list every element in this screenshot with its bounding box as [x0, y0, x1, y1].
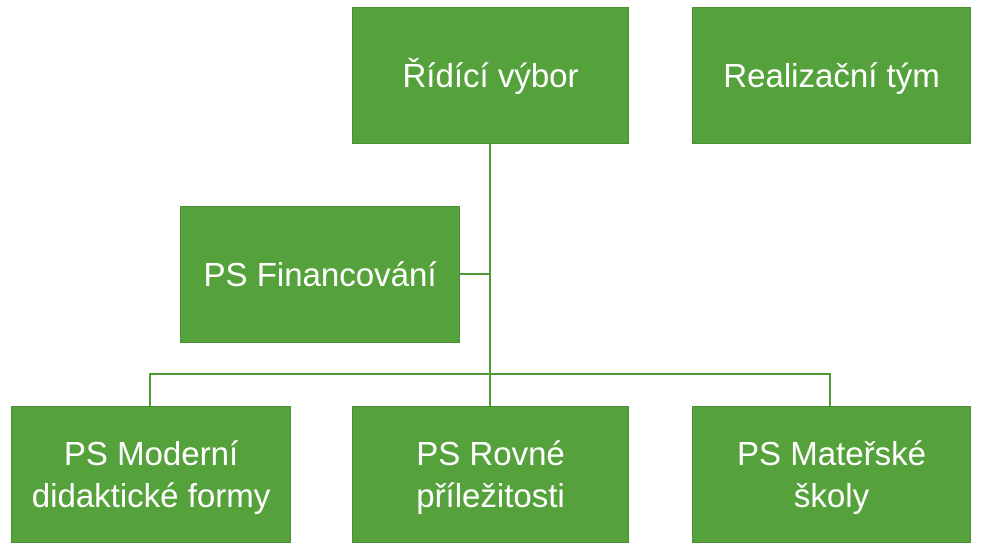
node-wg-equal-opportunities: PS Rovné příležitosti: [352, 406, 629, 543]
connector-trunk: [489, 144, 491, 406]
node-wg-kindergartens-label: PS Mateřské školy: [737, 435, 926, 514]
node-steering-committee-label: Řídící výbor: [402, 56, 579, 94]
node-wg-financing: PS Financování: [180, 206, 460, 343]
node-wg-kindergartens: PS Mateřské školy: [692, 406, 971, 543]
node-steering-committee: Řídící výbor: [352, 7, 629, 144]
connector-financing-branch: [460, 273, 491, 275]
connector-drop-right: [829, 373, 831, 406]
node-wg-equal-opportunities-label: PS Rovné příležitosti: [416, 435, 565, 514]
node-implementation-team-label: Realizační tým: [723, 56, 940, 94]
node-wg-modern-didactic: PS Moderní didaktické formy: [11, 406, 291, 543]
node-wg-modern-didactic-label: PS Moderní didaktické formy: [31, 435, 271, 514]
node-wg-financing-label: PS Financování: [203, 255, 437, 293]
connector-horizontal-bus: [149, 373, 831, 375]
node-implementation-team: Realizační tým: [692, 7, 971, 144]
connector-drop-left: [149, 373, 151, 406]
